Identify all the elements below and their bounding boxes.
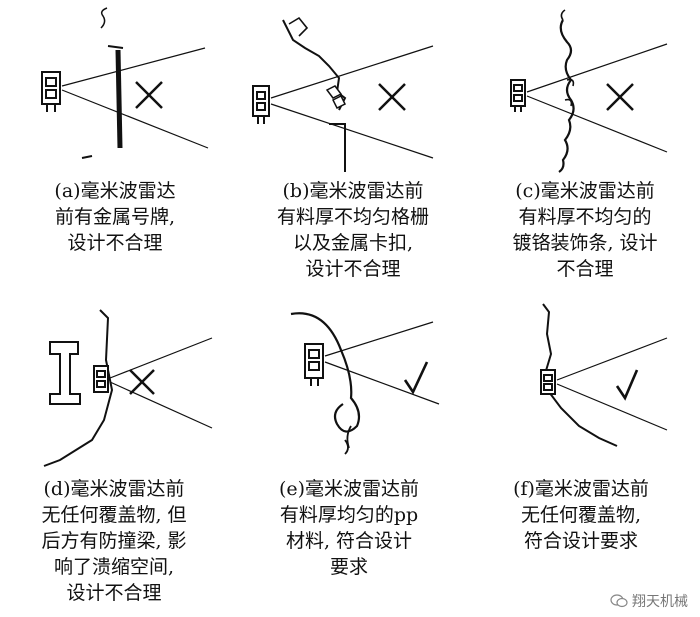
- cross-mark-icon: [606, 83, 634, 111]
- caption-line: 设计不合理: [66, 582, 162, 604]
- caption-a: (a)毫米波雷达 前有金属号牌, 设计不合理: [30, 178, 200, 256]
- caption-line: 以及金属卡扣,: [292, 232, 414, 254]
- caption-line: (b)毫米波雷达前: [282, 180, 424, 202]
- radar-beam-lower: [270, 103, 434, 159]
- check-mark-icon: [403, 361, 429, 395]
- watermark-text: 翔天机械: [632, 594, 688, 610]
- caption-line: 不合理: [556, 258, 614, 280]
- radar-beam-lower: [324, 361, 440, 405]
- panel-f: (f)毫米波雷达前 无任何覆盖物, 符合设计要求: [467, 300, 700, 617]
- radar-sensor-icon: [510, 79, 526, 112]
- caption-line: 响了溃缩空间,: [53, 556, 175, 578]
- caption-e: (e)毫米波雷达前 有料厚均匀的pp 材料, 符合设计 要求: [249, 476, 449, 580]
- radar-beam-upper: [556, 337, 668, 381]
- caption-line: 前有金属号牌,: [54, 206, 176, 228]
- panel-e-illustration: [290, 312, 440, 455]
- panel-c: (c)毫米波雷达前 有料厚不均匀的 镀铬装饰条, 设计 不合理: [467, 0, 700, 300]
- caption-line: 符合设计要求: [523, 530, 638, 552]
- panel-e: (e)毫米波雷达前 有料厚均匀的pp 材料, 符合设计 要求: [233, 300, 467, 617]
- pp-material-cover: [290, 312, 361, 433]
- caption-line: (f)毫米波雷达前: [513, 478, 649, 500]
- panel-b: (b)毫米波雷达前 有料厚不均匀格栅 以及金属卡扣, 设计不合理: [233, 0, 467, 300]
- radar-beam-upper: [270, 45, 434, 99]
- bumper-fascia: [43, 309, 114, 467]
- radar-sensor-icon: [41, 71, 61, 112]
- caption-line: 后方有防撞梁, 影: [41, 530, 187, 552]
- watermark: 翔天机械: [610, 591, 688, 611]
- caption-f: (f)毫米波雷达前 无任何覆盖物, 符合设计要求: [491, 476, 671, 554]
- cross-mark-icon: [135, 81, 163, 109]
- metal-clip: [329, 123, 346, 172]
- cross-mark-icon: [129, 369, 155, 395]
- caption-b: (b)毫米波雷达前 有料厚不均匀格栅 以及金属卡扣, 设计不合理: [253, 178, 453, 282]
- radar-beam-upper: [526, 43, 668, 93]
- radar-sensor-icon: [304, 343, 324, 386]
- caption-line: 有料厚不均匀格栅: [276, 206, 429, 228]
- radar-beam-lower: [556, 383, 668, 431]
- panel-d-illustration: [43, 309, 213, 467]
- check-mark-icon: [615, 369, 639, 401]
- caption-line: (a)毫米波雷达: [54, 180, 176, 202]
- panel-f-illustration: [540, 303, 668, 447]
- panel-b-illustration: [252, 16, 434, 172]
- radar-sensor-icon: [540, 369, 556, 395]
- chrome-trim-strip: [558, 19, 575, 173]
- radar-sensor-icon: [252, 85, 270, 124]
- caption-line: 有料厚均匀的pp: [279, 504, 419, 526]
- caption-line: 镀铬装饰条, 设计: [512, 232, 658, 254]
- caption-c: (c)毫米波雷达前 有料厚不均匀的 镀铬装饰条, 设计 不合理: [485, 178, 685, 282]
- caption-line: (e)毫米波雷达前: [278, 478, 420, 500]
- panel-d: (d)毫米波雷达前 无任何覆盖物, 但 后方有防撞梁, 影 响了溃缩空间, 设计…: [0, 300, 233, 617]
- caption-line: 设计不合理: [305, 258, 401, 280]
- radar-beam-upper: [109, 337, 213, 379]
- caption-line: (c)毫米波雷达前: [515, 180, 655, 202]
- radar-beam-upper: [61, 47, 206, 87]
- caption-line: 无任何覆盖物,: [520, 504, 642, 526]
- caption-d: (d)毫米波雷达前 无任何覆盖物, 但 后方有防撞梁, 影 响了溃缩空间, 设计…: [24, 476, 204, 606]
- radar-beam-lower: [109, 381, 213, 429]
- panel-a-illustration: [41, 7, 209, 159]
- cross-mark-icon: [378, 83, 406, 111]
- radar-beam-upper: [324, 321, 434, 357]
- radar-beam-lower: [61, 89, 209, 149]
- bumper-beam: [49, 341, 81, 405]
- uneven-grille: [282, 19, 347, 111]
- caption-line: 要求: [329, 556, 368, 578]
- radar-beam-lower: [526, 95, 668, 153]
- panel-a: (a)毫米波雷达 前有金属号牌, 设计不合理: [0, 0, 233, 300]
- caption-line: 设计不合理: [67, 232, 163, 254]
- panel-c-illustration: [510, 9, 668, 173]
- wechat-icon: [610, 594, 628, 608]
- caption-line: 无任何覆盖物, 但: [41, 504, 187, 526]
- caption-line: 有料厚不均匀的: [518, 206, 652, 228]
- metal-license-plate: [115, 49, 123, 149]
- caption-line: 材料, 符合设计: [285, 530, 413, 552]
- caption-line: (d)毫米波雷达前: [43, 478, 185, 500]
- radar-sensor-icon: [93, 365, 109, 393]
